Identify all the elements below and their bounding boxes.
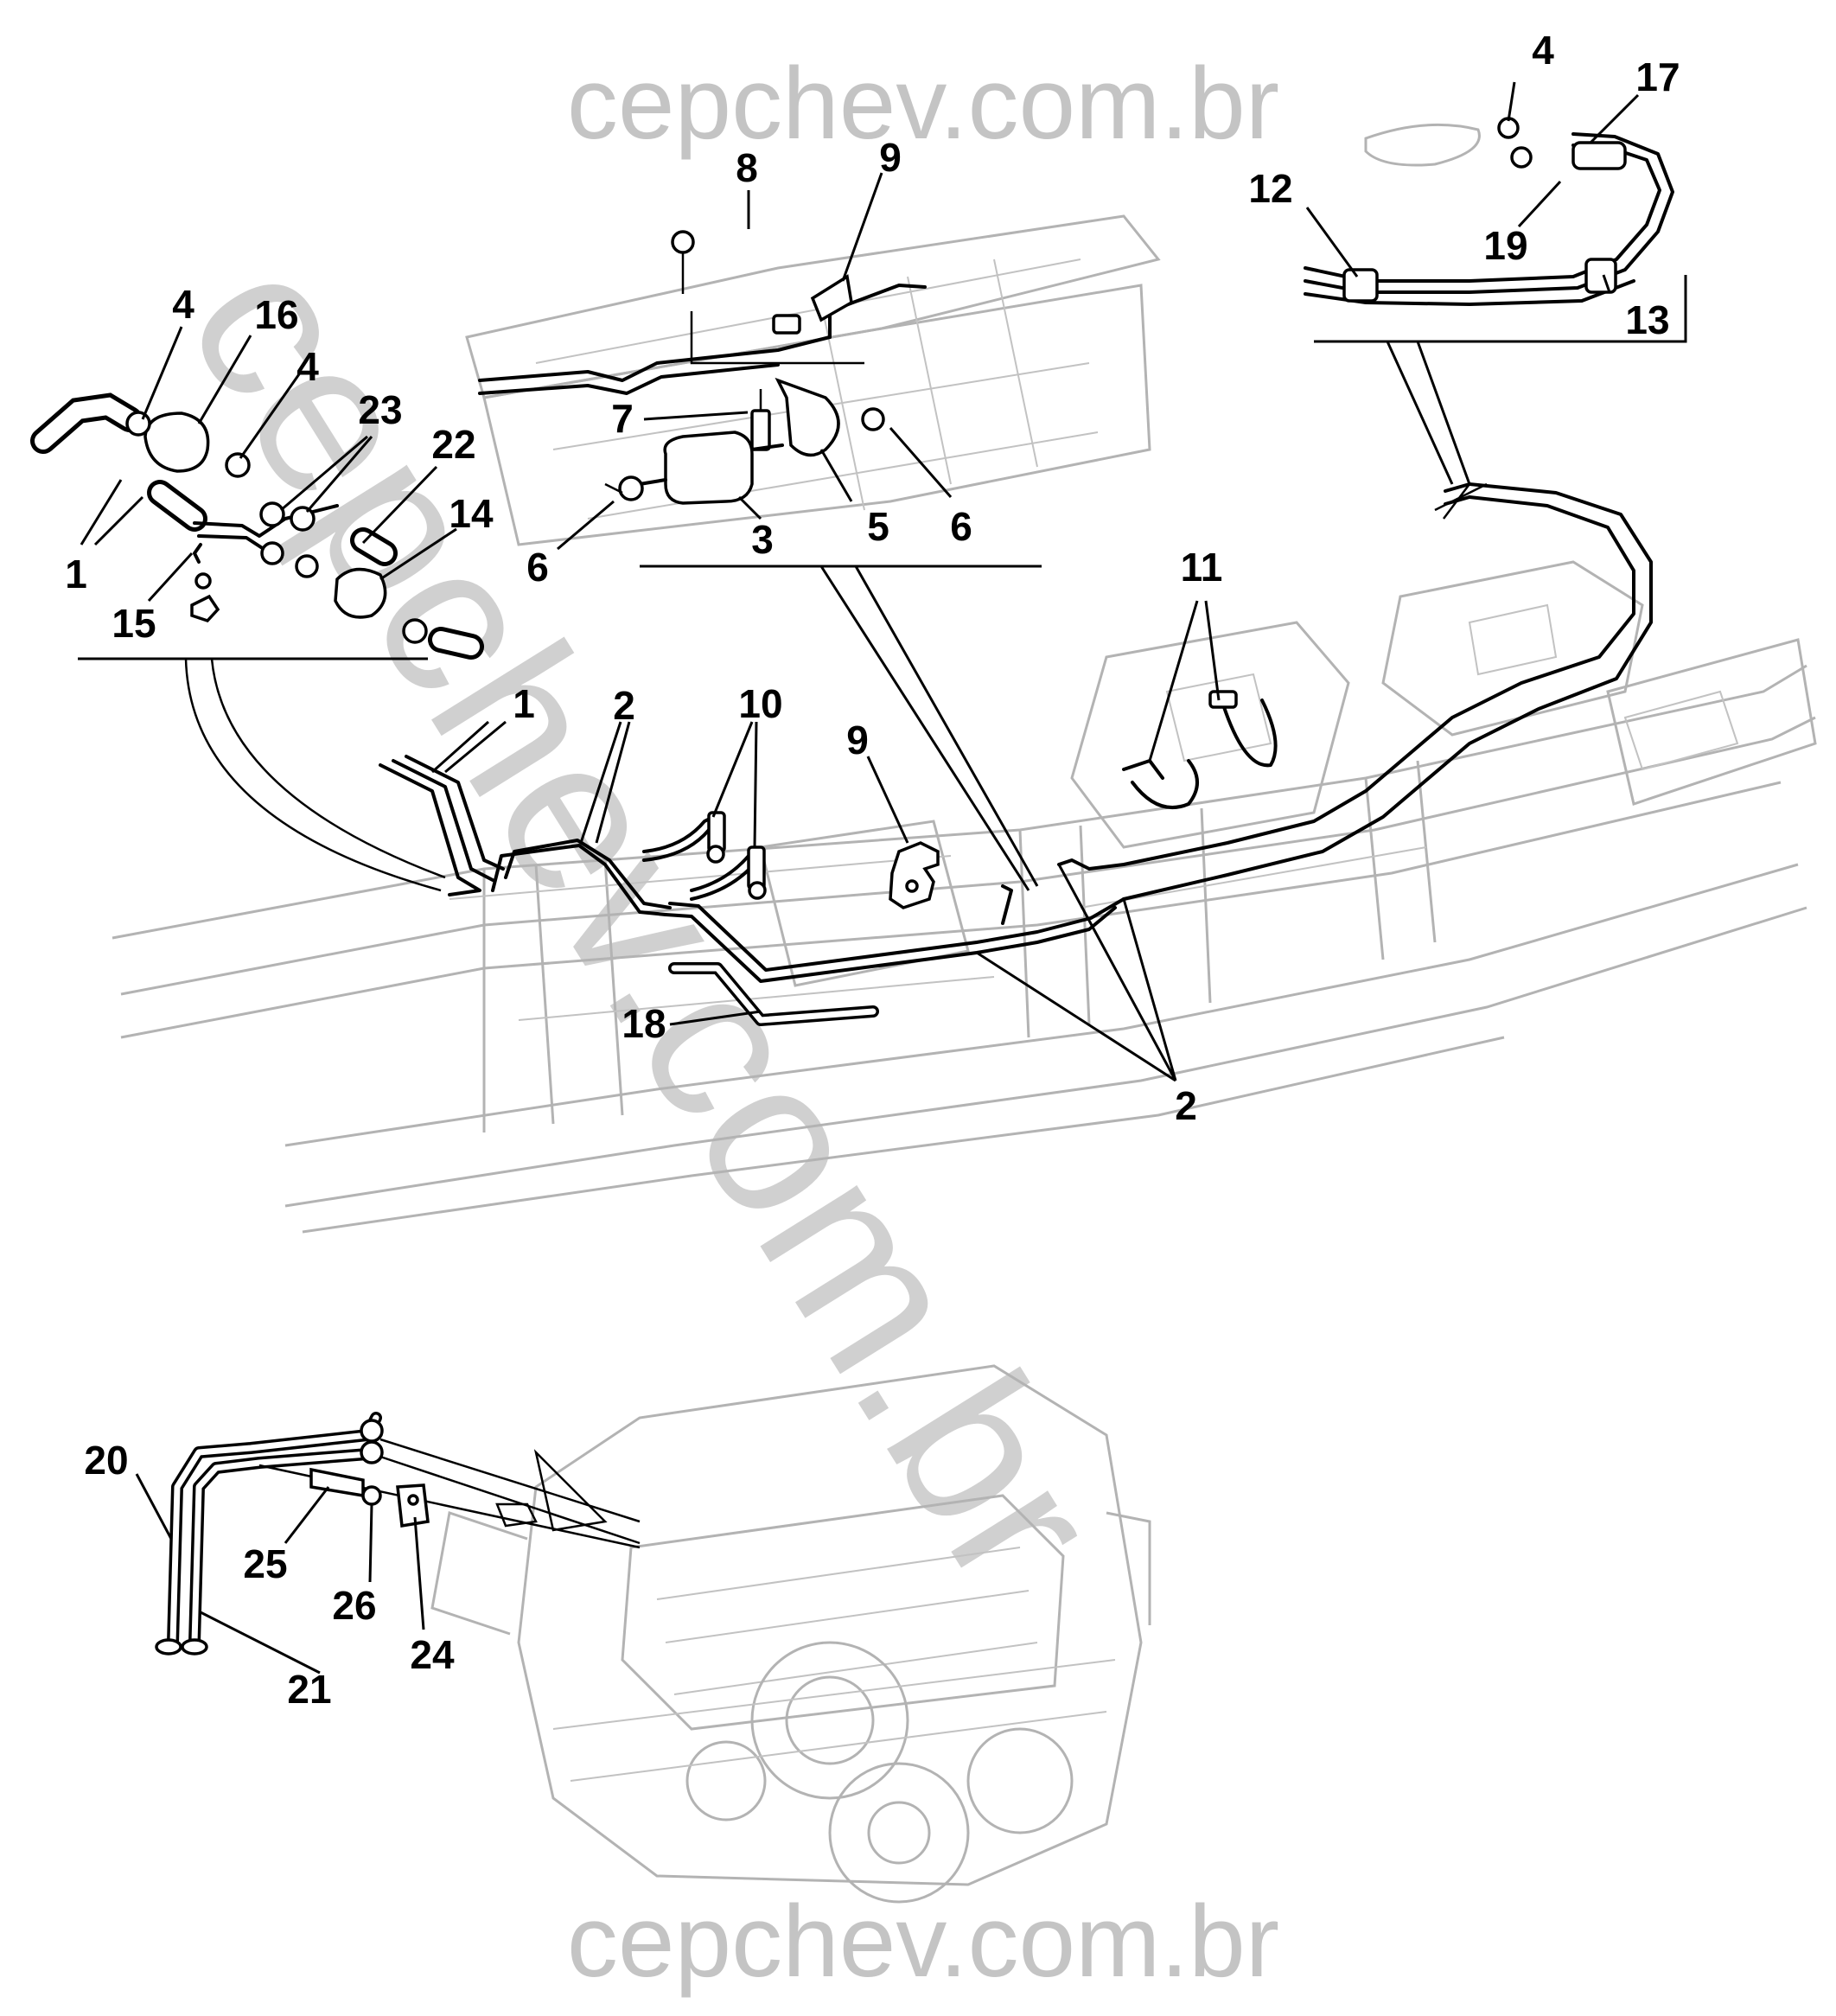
callout-2: 2 xyxy=(1175,1083,1197,1128)
straps-11 xyxy=(1122,690,1278,810)
callout-10: 10 xyxy=(738,681,782,726)
callout-2: 2 xyxy=(613,683,635,728)
callout-labels: 1 1 2 2 3 4 4 4 5 6 6 7 8 9 9 10 11 12 1… xyxy=(65,28,1680,1712)
callout-6: 6 xyxy=(526,545,549,590)
leader-lines xyxy=(80,81,1640,1675)
inset-top-right xyxy=(1304,117,1687,485)
callout-25: 25 xyxy=(243,1541,287,1586)
callout-19: 19 xyxy=(1483,223,1527,268)
callout-6: 6 xyxy=(950,504,972,549)
return-hose-18 xyxy=(668,962,879,1026)
callout-4: 4 xyxy=(172,282,194,327)
callout-4: 4 xyxy=(296,344,319,389)
callout-9: 9 xyxy=(879,135,902,180)
watermark-diagonal: cepchev.com.br xyxy=(143,216,1147,1624)
watermark-bottom: cepchev.com.br xyxy=(567,1885,1279,1999)
inset-fuel-filter xyxy=(478,230,1042,891)
callout-17: 17 xyxy=(1635,54,1680,99)
retainer-9-mid xyxy=(889,841,940,909)
callout-5: 5 xyxy=(867,504,889,549)
callout-16: 16 xyxy=(254,292,298,337)
callout-1: 1 xyxy=(65,552,87,597)
callout-13: 13 xyxy=(1625,297,1669,342)
vehicle-frame-background xyxy=(112,560,1817,1234)
callout-14: 14 xyxy=(449,491,494,536)
callout-11: 11 xyxy=(1181,545,1223,590)
callout-8: 8 xyxy=(736,145,758,190)
filter-inset-chassis-background xyxy=(465,214,1161,546)
engine-feed-lines xyxy=(155,1412,641,1656)
callout-22: 22 xyxy=(431,422,475,467)
callout-24: 24 xyxy=(410,1632,455,1677)
callout-26: 26 xyxy=(332,1583,376,1628)
engine-background xyxy=(430,1364,1151,1904)
callout-7: 7 xyxy=(611,396,634,441)
callout-20: 20 xyxy=(84,1438,128,1483)
clips-10 xyxy=(642,811,767,901)
callout-1: 1 xyxy=(513,681,535,726)
callout-23: 23 xyxy=(358,387,402,432)
callout-21: 21 xyxy=(287,1667,331,1712)
callout-4: 4 xyxy=(1532,28,1554,73)
callout-12: 12 xyxy=(1248,166,1292,211)
inset-top-left xyxy=(30,392,484,892)
callout-3: 3 xyxy=(751,517,774,562)
callout-18: 18 xyxy=(622,1001,666,1046)
callout-9: 9 xyxy=(846,718,869,762)
callout-15: 15 xyxy=(112,601,156,646)
watermark-top: cepchev.com.br xyxy=(567,47,1279,161)
